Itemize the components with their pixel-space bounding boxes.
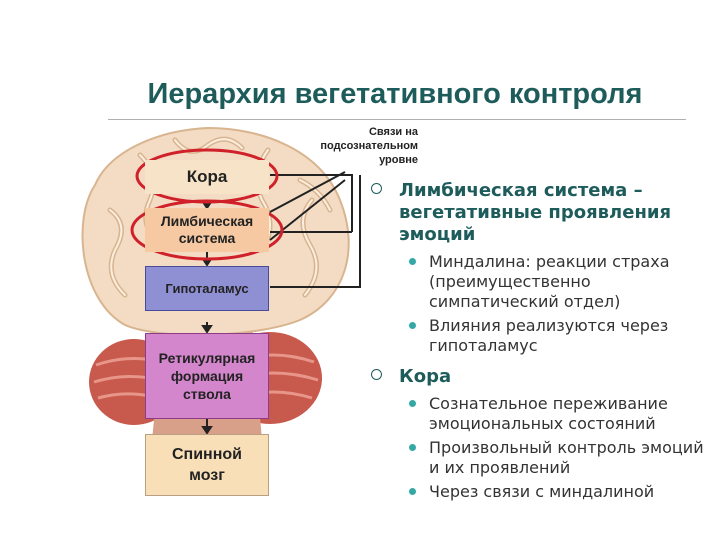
cortex-label: Кора	[186, 167, 228, 186]
bullet-dot-icon	[409, 322, 416, 329]
bullet-dot-icon	[409, 400, 416, 407]
hypothalamus-box: Гипоталамус	[145, 266, 269, 311]
bullet-item: Влияния реализуются через гипоталамус	[368, 316, 718, 356]
bullet-dot-icon	[409, 488, 416, 495]
cortex-box: Кора	[145, 160, 269, 194]
title-divider	[108, 119, 686, 120]
reticular-label-line3: ствола	[183, 386, 231, 402]
hypothalamus-label: Гипоталамус	[165, 281, 249, 296]
reticular-label-line1: Ретикулярная	[158, 350, 256, 366]
bullet-heading-cortex: Кора	[368, 366, 718, 388]
reticular-label-line2: формация	[170, 368, 244, 384]
bullet-heading-limbic: Лимбическая система – вегетативные прояв…	[368, 180, 718, 246]
reticular-formation-box: Ретикулярная формация ствола	[145, 333, 269, 419]
spinal-label-line2: мозг	[189, 467, 225, 484]
bullet-item: Сознательное переживание эмоциональных с…	[368, 394, 718, 434]
hollow-bullet-icon	[371, 183, 382, 194]
limbic-system-box: Лимбическая система	[145, 208, 269, 252]
page-title: Иерархия вегетативного контроля	[147, 78, 643, 110]
spinal-label-line1: Спинной	[172, 446, 242, 463]
bullet-item: Произвольный контроль эмоций и их проявл…	[368, 438, 718, 478]
bullet-item: Миндалина: реакции страха (преимуществен…	[368, 252, 718, 312]
bullet-dot-icon	[409, 444, 416, 451]
limbic-label-line1: Лимбическая	[160, 213, 254, 229]
bullet-dot-icon	[409, 258, 416, 265]
limbic-highlight	[130, 199, 284, 261]
limbic-label-line2: система	[178, 230, 236, 246]
subconscious-links-label: Связи на подсознательном уровне	[320, 126, 418, 166]
hollow-bullet-icon	[371, 369, 382, 380]
bullet-list: Лимбическая система – вегетативные прояв…	[368, 180, 718, 506]
spinal-cord-box: Спинной мозг	[145, 434, 269, 496]
bullet-item: Через связи с миндалиной	[368, 482, 718, 502]
